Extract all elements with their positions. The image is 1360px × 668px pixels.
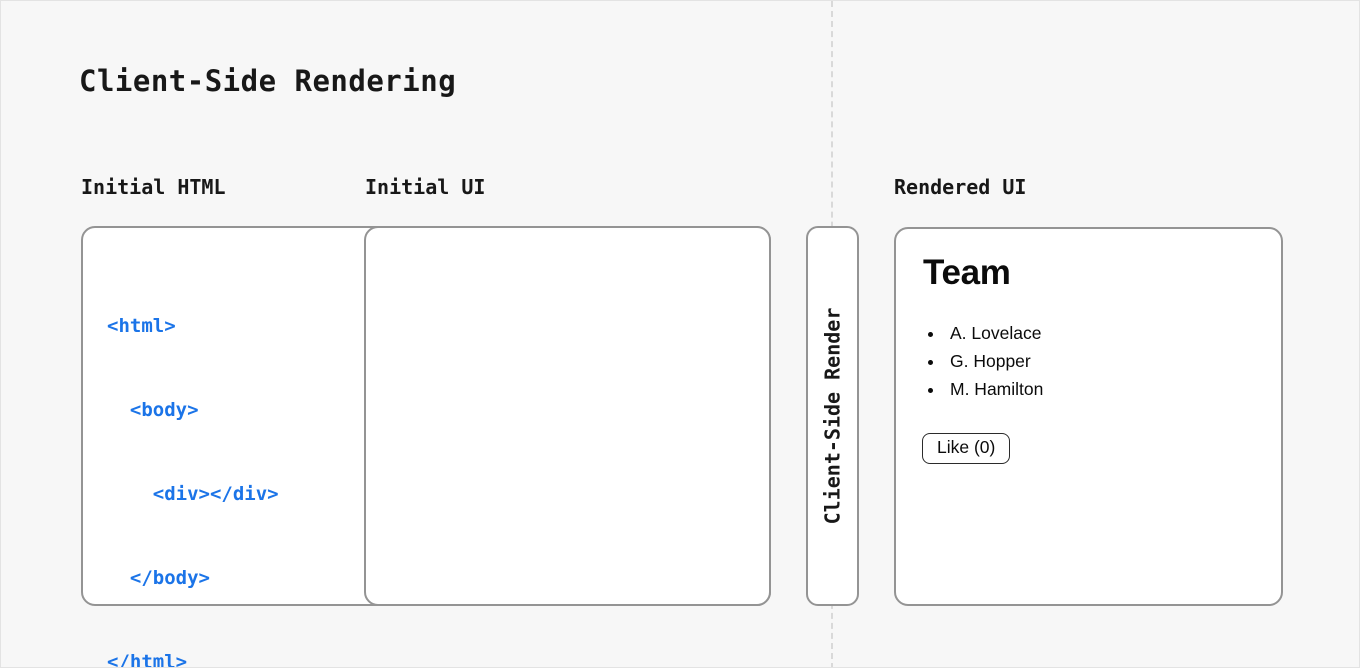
code-line: <html> (107, 315, 176, 337)
code-line: </body> (107, 567, 210, 589)
rendered-ui-card-content: Team A. Lovelace G. Hopper M. Hamilton L… (896, 229, 1281, 464)
page-title: Client-Side Rendering (79, 64, 457, 98)
team-member-list: A. Lovelace G. Hopper M. Hamilton (945, 319, 1255, 403)
html-code-snippet: <html> <body> <div></div> </body> </html… (107, 256, 279, 668)
initial-html-label: Initial HTML (81, 175, 226, 199)
team-heading: Team (923, 253, 1011, 292)
team-member-item: G. Hopper (945, 347, 1255, 375)
code-line: <body> (107, 399, 199, 421)
client-side-render-badge: Client-Side Render (806, 226, 859, 606)
team-member-item: M. Hamilton (945, 375, 1255, 403)
rendered-ui-panel: Team A. Lovelace G. Hopper M. Hamilton L… (894, 227, 1283, 606)
code-line: </html> (107, 651, 188, 668)
team-member-item: A. Lovelace (945, 319, 1255, 347)
like-button[interactable]: Like (0) (922, 433, 1011, 464)
initial-ui-panel-empty (364, 226, 771, 606)
code-line: <div></div> (107, 483, 279, 505)
client-side-render-badge-label: Client-Side Render (820, 307, 845, 525)
rendered-ui-label: Rendered UI (894, 175, 1027, 199)
initial-ui-label: Initial UI (365, 175, 486, 199)
